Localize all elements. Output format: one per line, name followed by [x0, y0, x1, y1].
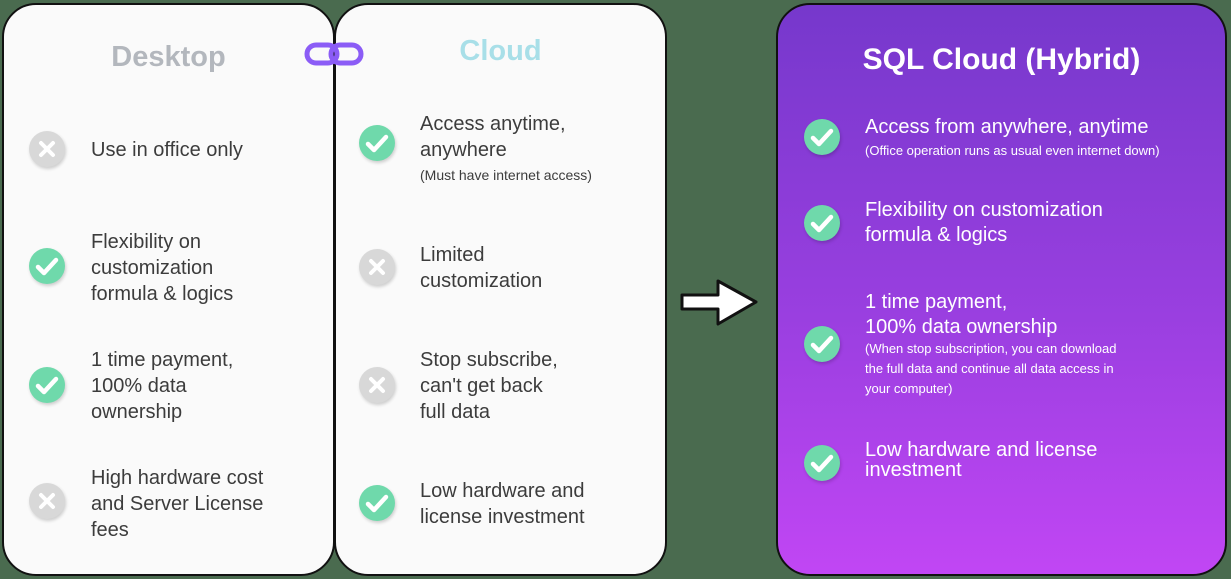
item-text: High hardware cost and Server License fe…: [91, 467, 264, 541]
cross-icon: [29, 483, 65, 519]
item-text: Access from anywhere, anytime: [865, 116, 1149, 138]
item-text: Low hardware and license investment: [865, 439, 1098, 481]
item-note: (Office operation runs as usual even int…: [865, 143, 1160, 158]
check-icon: [804, 326, 840, 362]
check-icon: [804, 119, 840, 155]
item-text: 1 time payment, 100% data ownership: [91, 349, 234, 423]
cross-icon: [29, 131, 65, 167]
check-icon: [804, 205, 840, 241]
check-icon: [29, 367, 65, 403]
item-text: Access anytime, anywhere: [420, 113, 566, 161]
item-text: Limited customization: [420, 244, 543, 292]
item-text: Stop subscribe, can't get back full data: [420, 349, 558, 423]
arrow-right-icon: [680, 279, 758, 326]
cloud-card: Cloud Access anytime, anywhere (Must hav…: [334, 3, 667, 576]
check-icon: [359, 485, 395, 521]
hybrid-card: SQL Cloud (Hybrid) Access from anywhere,…: [776, 3, 1227, 576]
item-text: Flexibility on customization formula & l…: [91, 231, 234, 305]
item-text: Flexibility on customization formula & l…: [865, 199, 1103, 246]
desktop-title: Desktop: [111, 41, 226, 73]
item-text: Low hardware and license investment: [420, 480, 585, 528]
check-icon: [804, 445, 840, 481]
cross-icon: [359, 367, 395, 403]
item-text: Use in office only: [91, 139, 243, 161]
check-icon: [359, 125, 395, 161]
cross-icon: [359, 249, 395, 285]
item-text: 1 time payment, 100% data ownership: [865, 291, 1058, 338]
check-icon: [29, 248, 65, 284]
cloud-title: Cloud: [459, 35, 542, 67]
hybrid-title: SQL Cloud (Hybrid): [862, 43, 1141, 76]
desktop-card: Desktop Use in office only Flexibility o…: [2, 3, 335, 576]
item-note: (Must have internet access): [420, 167, 592, 183]
link-icon: [304, 42, 364, 66]
item-note: (When stop subscription, you can downloa…: [865, 341, 1117, 396]
